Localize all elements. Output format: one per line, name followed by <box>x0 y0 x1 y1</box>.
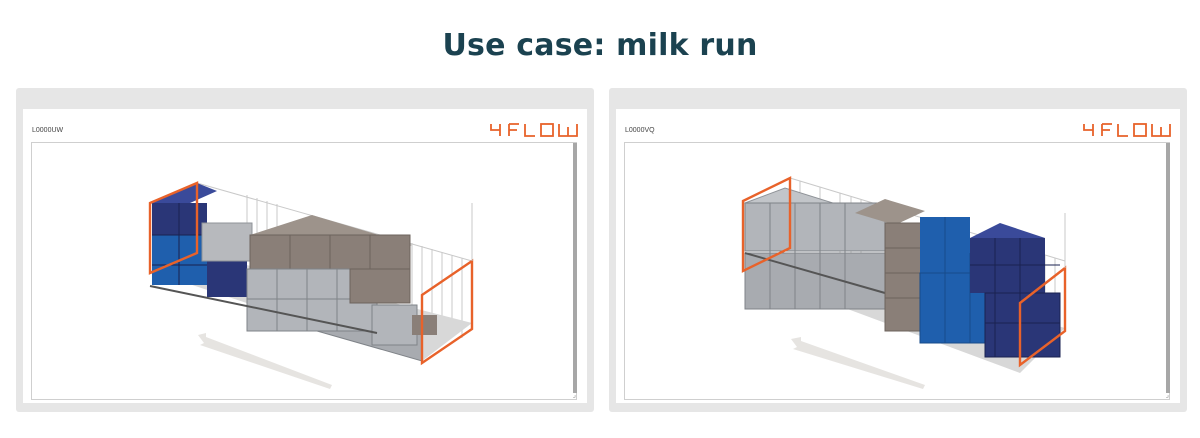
resize-handle[interactable]: ⌟ <box>572 392 576 399</box>
load-panel-right: L0000VQ <box>609 88 1187 412</box>
load-viewer-left: L0000UW <box>23 109 587 403</box>
resize-handle[interactable]: ⌟ <box>1165 392 1169 399</box>
page-title: Use case: milk run <box>442 28 758 63</box>
vertical-scrollbar[interactable] <box>1166 143 1170 393</box>
load-panel-left: L0000UW <box>16 88 594 412</box>
vertical-scrollbar[interactable] <box>573 143 577 393</box>
load-3d-view[interactable]: ⌟ <box>31 142 577 400</box>
load-3d-view[interactable]: ⌟ <box>624 142 1170 400</box>
brand-logo <box>1082 123 1174 142</box>
brand-logo <box>489 123 581 142</box>
load-id-label: L0000VQ <box>625 127 655 134</box>
load-id-label: L0000UW <box>32 127 64 134</box>
load-viewer-right: L0000VQ <box>616 109 1180 403</box>
